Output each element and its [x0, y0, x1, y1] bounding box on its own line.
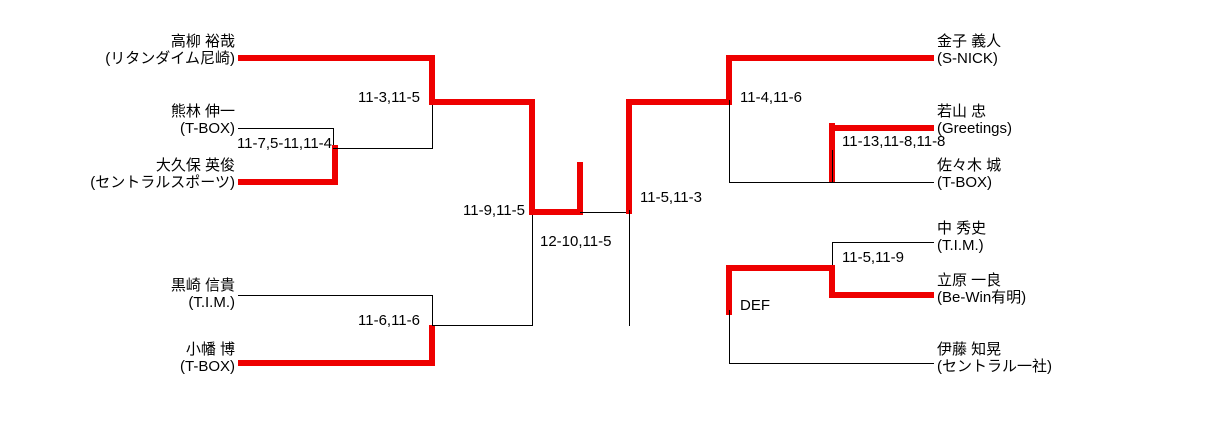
player-club-left-2: (T-BOX): [180, 120, 235, 137]
player-name-right-3: 佐々木 城: [937, 157, 1002, 174]
line-left-player2: [238, 128, 334, 129]
line-right-player4: [832, 242, 934, 243]
line-right-quarter-bottom-join-red: [726, 265, 732, 315]
player-name-right-6: 伊藤 知晃: [937, 341, 1002, 358]
player-name-right-5: 立原 一良: [937, 272, 1002, 289]
line-right-quarter-top-winner-red: [626, 99, 732, 105]
line-right-player3: [832, 182, 934, 183]
player-club-left-3: (セントラルスポーツ): [90, 174, 235, 191]
line-right-quarter-top-join: [729, 100, 730, 182]
player-name-right-1: 金子 義人: [937, 33, 1002, 50]
line-right-round1-top-join: [832, 150, 833, 182]
score-right-round1-bottom: 11-5,11-9: [842, 249, 904, 266]
line-left-semi-join: [532, 210, 533, 326]
line-right-player6: [729, 363, 934, 364]
score-right-round1-top: 11-13,11-8,11-8: [842, 133, 946, 150]
line-right-player2-red: [829, 125, 934, 131]
player-club-right-4: (T.I.M.): [937, 237, 984, 254]
score-left-quarter-top: 11-3,11-5: [358, 89, 420, 106]
score-right-quarter-bottom: DEF: [740, 297, 770, 314]
line-final-right: [580, 212, 630, 213]
player-club-left-1: (リタンダイム尼崎): [105, 50, 235, 67]
score-left-quarter-bottom: 11-6,11-6: [358, 312, 420, 329]
line-right-round1-bottom-join-red: [829, 265, 835, 298]
player-club-left-5: (T-BOX): [180, 358, 235, 375]
score-right-quarter-top: 11-4,11-6: [740, 89, 802, 106]
line-right-semi-join: [629, 210, 630, 326]
player-name-right-4: 中 秀史: [937, 220, 987, 237]
player-club-right-1: (S-NICK): [937, 50, 998, 67]
player-club-right-3: (T-BOX): [937, 174, 992, 191]
score-left-semi: 11-9,11-5: [463, 202, 525, 219]
line-left-player4: [238, 295, 433, 296]
line-right-quarter-bottom-join: [729, 310, 730, 363]
player-name-right-2: 若山 忠: [937, 103, 987, 120]
line-left-quarter-bottom-join: [432, 295, 433, 330]
line-left-quarter-top-winner-red: [429, 99, 535, 105]
line-champion-stub-red: [577, 162, 583, 212]
line-right-player5-red: [829, 292, 934, 298]
line-left-round1-join-upper: [333, 128, 334, 149]
line-left-quarter-top-join: [432, 100, 433, 149]
line-left-player3-red: [238, 179, 338, 185]
player-name-left-5: 小幡 博: [185, 341, 235, 358]
line-left-quarter-bottom-winner: [432, 325, 532, 326]
player-name-left-1: 高柳 裕哉: [170, 33, 235, 50]
line-right-player1-red: [726, 55, 934, 61]
line-left-semi-join-red: [529, 99, 535, 214]
line-final-left-red: [529, 209, 583, 215]
line-right-semi-join-red: [626, 99, 632, 214]
line-left-round1-winner: [333, 148, 433, 149]
line-right-round1-top-winner: [729, 182, 833, 183]
player-club-left-4: (T.I.M.): [188, 294, 235, 311]
player-club-right-6: (セントラル一社): [937, 358, 1052, 375]
line-left-player1-red: [238, 55, 435, 61]
line-left-quarter-bottom-join-red: [429, 325, 435, 366]
score-final: 12-10,11-5: [540, 233, 612, 250]
line-right-quarter-bottom-winner-red: [726, 265, 832, 271]
player-name-left-4: 黒崎 信貴: [170, 277, 235, 294]
player-name-left-3: 大久保 英俊: [155, 157, 235, 174]
player-name-left-2: 熊林 伸一: [170, 103, 235, 120]
score-left-round1: 11-7,5-11,11-4: [236, 135, 332, 152]
line-left-quarter-top-join-red: [429, 55, 435, 105]
player-club-right-5: (Be-Win有明): [937, 289, 1027, 306]
line-right-round1-bottom-join: [832, 242, 833, 270]
line-left-round1-join-red: [332, 145, 338, 185]
line-left-player5-red: [238, 360, 435, 366]
line-right-quarter-top-join-red: [726, 55, 732, 105]
score-right-semi: 11-5,11-3: [640, 189, 702, 206]
player-club-right-2: (Greetings): [937, 120, 1013, 137]
